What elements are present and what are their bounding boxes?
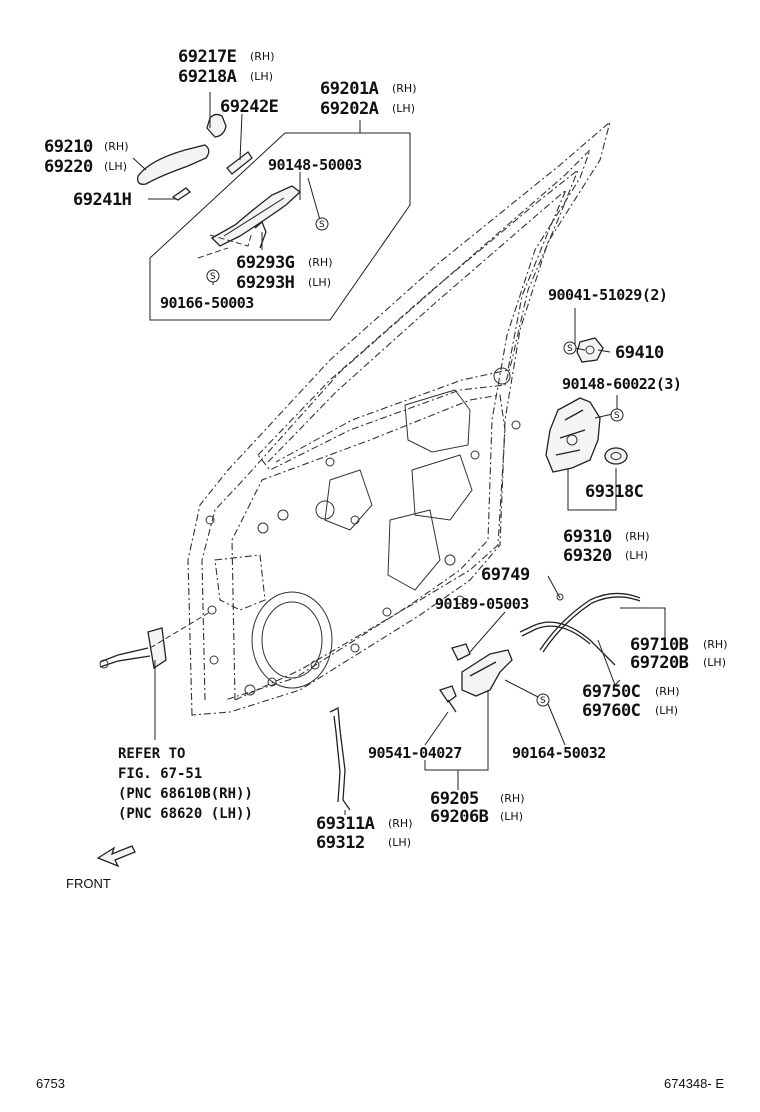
- svg-text:(LH): (LH): [703, 656, 726, 669]
- label-90189-05003: 90189-05003: [435, 595, 529, 613]
- svg-text:(RH): (RH): [104, 140, 129, 153]
- lock-rod: [329, 706, 351, 811]
- handle-rod: [254, 220, 267, 249]
- svg-text:(LH): (LH): [655, 704, 678, 717]
- svg-text:(LH): (LH): [388, 836, 411, 849]
- label-69710b: 69710B: [630, 635, 689, 655]
- svg-text:S: S: [210, 272, 216, 282]
- label-69201a: 69201A: [320, 79, 379, 99]
- label-90148-50003: 90148-50003: [268, 156, 362, 174]
- label-69750c: 69750C: [582, 682, 640, 702]
- svg-text:S: S: [567, 344, 573, 354]
- label-69220: 69220: [44, 157, 93, 177]
- svg-text:(PNC 68610B(RH)): (PNC 68610B(RH)): [118, 786, 253, 802]
- svg-text:(LH): (LH): [104, 160, 127, 173]
- lock-cover: [576, 337, 604, 363]
- door-check: [147, 627, 167, 670]
- label-69241h: 69241H: [73, 190, 132, 210]
- svg-text:(LH): (LH): [250, 70, 273, 83]
- svg-text:(RH): (RH): [500, 792, 525, 805]
- handle-kit-frame: [149, 132, 411, 321]
- label-69318c: 69318C: [585, 482, 643, 502]
- mounting-screw: [438, 685, 457, 703]
- label-69202a: 69202A: [320, 99, 379, 119]
- svg-text:(RH): (RH): [388, 817, 413, 830]
- lock-assembly: [545, 337, 628, 473]
- svg-text:S: S: [319, 220, 325, 230]
- reference-note: REFER TO FIG. 67-51 (PNC 68610B(RH)) (PN…: [118, 746, 253, 822]
- front-label: FRONT: [66, 876, 111, 891]
- inside-handle: [461, 649, 513, 697]
- label-69760c: 69760C: [582, 701, 640, 721]
- label-69210: 69210: [44, 137, 93, 157]
- svg-text:(PNC 68620 (LH)): (PNC 68620 (LH)): [118, 806, 253, 822]
- label-69217e: 69217E: [178, 47, 237, 67]
- leader-lines: [132, 92, 666, 815]
- svg-text:(LH): (LH): [500, 810, 523, 823]
- front-direction-arrow: FRONT: [66, 845, 136, 891]
- svg-text:(RH): (RH): [392, 82, 417, 95]
- label-69293h: 69293H: [236, 273, 295, 293]
- svg-text:(RH): (RH): [308, 256, 333, 269]
- label-69205: 69205: [430, 789, 479, 809]
- label-69749: 69749: [481, 565, 530, 585]
- svg-text:(LH): (LH): [308, 276, 331, 289]
- svg-text:S: S: [540, 696, 546, 706]
- lock-seal: [604, 447, 628, 465]
- svg-text:REFER TO: REFER TO: [118, 746, 185, 762]
- part-labels: 69217E (RH) 69218A (LH) 69242E 69210 (RH…: [44, 47, 728, 853]
- label-69310: 69310: [563, 527, 612, 547]
- lock-cable: [539, 592, 641, 651]
- handle-clip: [451, 643, 471, 661]
- label-90148-60022: 90148-60022(3): [562, 375, 681, 393]
- outside-handle: [137, 144, 210, 185]
- label-90166-50003: 90166-50003: [160, 294, 254, 312]
- front-door-panel: [187, 120, 611, 716]
- label-69410: 69410: [615, 343, 664, 363]
- label-69320: 69320: [563, 546, 612, 566]
- svg-text:(RH): (RH): [250, 50, 275, 63]
- label-90164-50032: 90164-50032: [512, 744, 606, 762]
- handle-pad: [226, 151, 253, 175]
- svg-text:(RH): (RH): [655, 685, 680, 698]
- inside-handle-assembly: [438, 643, 513, 713]
- label-69312: 69312: [316, 833, 365, 853]
- handle-cap: [206, 113, 227, 138]
- label-90041-51029: 90041-51029(2): [548, 286, 667, 304]
- label-69206b: 69206B: [430, 807, 489, 827]
- svg-text:(RH): (RH): [703, 638, 728, 651]
- figure-id: 674348- E: [664, 1076, 724, 1091]
- svg-text:FIG. 67-51: FIG. 67-51: [118, 766, 202, 782]
- svg-text:(LH): (LH): [625, 549, 648, 562]
- page-number: 6753: [36, 1076, 65, 1091]
- label-69218a: 69218A: [178, 67, 237, 87]
- handle-pad-rear: [171, 187, 192, 201]
- label-69293g: 69293G: [236, 253, 295, 273]
- svg-text:S: S: [614, 411, 620, 421]
- svg-text:(RH): (RH): [625, 530, 650, 543]
- label-69311a: 69311A: [316, 814, 375, 834]
- remote-cable: [519, 621, 616, 666]
- label-69242e: 69242E: [220, 97, 279, 117]
- control-cables: [519, 592, 641, 666]
- label-90541-04027: 90541-04027: [368, 744, 462, 762]
- label-69720b: 69720B: [630, 653, 689, 673]
- fastener-symbol: S S S S S: [206, 217, 624, 707]
- outside-handle-assembly: [137, 113, 302, 259]
- svg-text:(LH): (LH): [392, 102, 415, 115]
